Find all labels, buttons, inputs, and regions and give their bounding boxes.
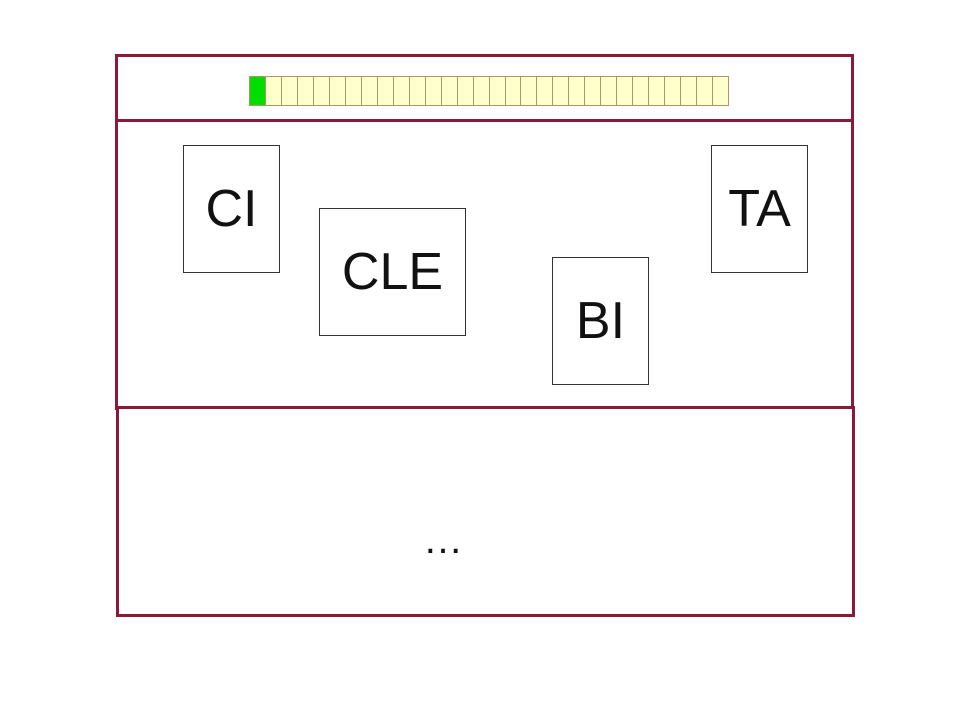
progress-segment <box>665 77 682 105</box>
progress-segment <box>537 77 554 105</box>
progress-segment <box>633 77 650 105</box>
more-indicator: … <box>423 518 463 562</box>
segmented-progress-bar <box>249 76 730 106</box>
progress-segment <box>681 77 698 105</box>
progress-segment <box>617 77 634 105</box>
progress-segment <box>489 77 506 105</box>
card-ci[interactable]: CI <box>183 145 280 273</box>
progress-segment <box>553 77 570 105</box>
progress-segment <box>601 77 618 105</box>
progress-segment <box>329 77 346 105</box>
progress-segment <box>265 77 282 105</box>
progress-segment <box>569 77 586 105</box>
progress-segment <box>313 77 330 105</box>
progress-segment <box>473 77 490 105</box>
progress-segment <box>697 77 714 105</box>
progress-segment <box>505 77 522 105</box>
progress-segment <box>361 77 378 105</box>
progress-segment <box>297 77 314 105</box>
progress-segment <box>345 77 362 105</box>
progress-segment <box>409 77 426 105</box>
progress-segment <box>713 77 730 105</box>
progress-segment <box>377 77 394 105</box>
card-cle[interactable]: CLE <box>319 208 466 336</box>
card-ta[interactable]: TA <box>711 145 808 273</box>
progress-segment <box>393 77 410 105</box>
card-ci-label: CI <box>205 180 258 238</box>
card-bi[interactable]: BI <box>552 257 649 385</box>
progress-segment <box>441 77 458 105</box>
progress-segment <box>521 77 538 105</box>
bottom-panel <box>116 406 855 617</box>
progress-segment-filled <box>250 77 266 105</box>
progress-segment <box>649 77 666 105</box>
progress-segment <box>585 77 602 105</box>
card-bi-label: BI <box>575 292 626 350</box>
progress-segment <box>281 77 298 105</box>
card-cle-label: CLE <box>341 243 444 301</box>
card-ta-label: TA <box>728 180 791 238</box>
progress-segment <box>457 77 474 105</box>
progress-segment <box>425 77 442 105</box>
